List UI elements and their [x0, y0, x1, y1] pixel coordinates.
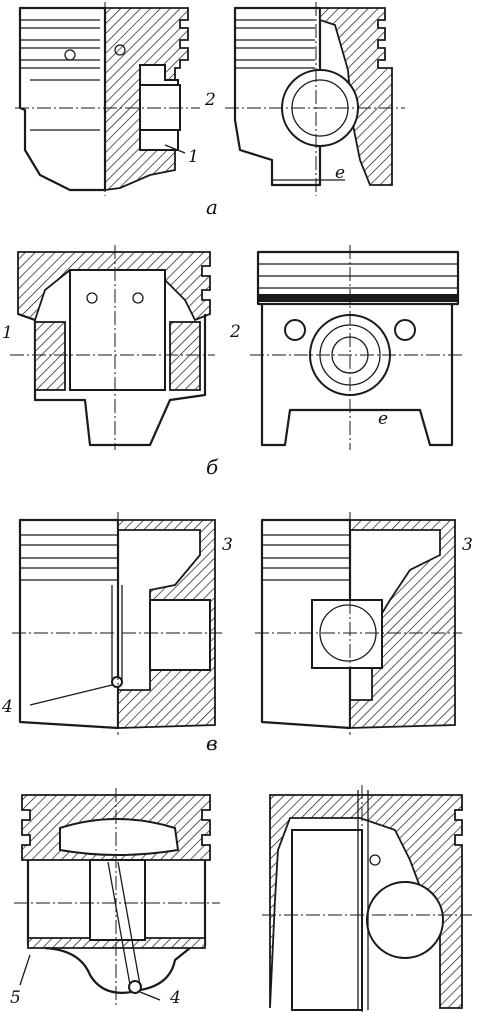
piston-b-right	[250, 245, 465, 450]
piston-d-left	[14, 788, 220, 1008]
label-b-e: e	[378, 409, 388, 429]
label-c-3-right: 3	[462, 535, 473, 555]
label-a-2: 2	[204, 90, 216, 110]
caption-b: б	[206, 455, 219, 479]
panel-b: 1 2 e б	[2, 245, 465, 479]
label-d-5: 5	[10, 988, 21, 1008]
piston-c-right	[255, 512, 462, 735]
piston-d-right	[262, 785, 472, 1012]
panel-a: 1 2 e а	[15, 2, 405, 219]
label-b-2: 2	[229, 322, 241, 342]
piston-a-left	[15, 2, 200, 196]
label-d-4: 4	[169, 988, 181, 1008]
label-b-1: 1	[2, 323, 13, 343]
caption-c: в	[206, 731, 218, 755]
label-a-e: e	[335, 163, 345, 183]
piston-b-left	[10, 245, 215, 450]
panel-c: 3 4 3 в	[1, 512, 473, 755]
piston-a-right	[225, 2, 405, 196]
label-a-1: 1	[188, 147, 199, 167]
label-c-3: 3	[222, 535, 233, 555]
panel-d: 5 4	[10, 785, 472, 1012]
piston-c-left	[12, 512, 222, 735]
label-c-4: 4	[1, 697, 13, 717]
caption-a: а	[206, 195, 218, 219]
